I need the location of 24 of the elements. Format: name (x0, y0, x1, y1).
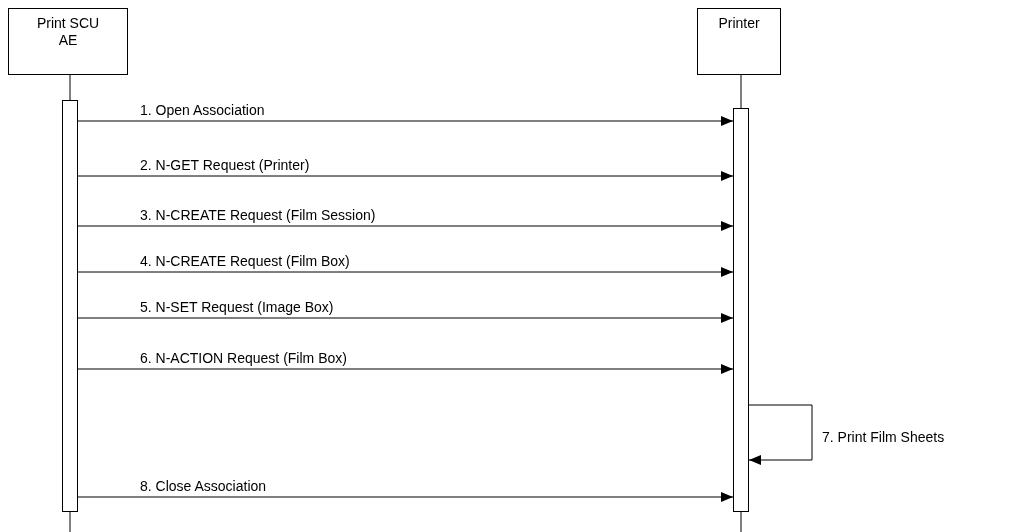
lifeline (740, 511, 742, 532)
lifeline (740, 74, 742, 109)
message-label: 5. N-SET Request (Image Box) (140, 299, 334, 315)
lifeline (69, 74, 71, 101)
lifeline-box: Printer (697, 8, 781, 75)
message-arrow (77, 116, 734, 126)
message-label: 1. Open Association (140, 102, 265, 118)
message-arrow (77, 364, 734, 374)
message-arrow (77, 313, 734, 323)
message-arrow (77, 492, 734, 502)
message-label: 6. N-ACTION Request (Film Box) (140, 350, 347, 366)
message-label: 7. Print Film Sheets (822, 429, 945, 445)
message-arrow (77, 267, 734, 277)
activation-bar (62, 100, 78, 512)
activation-bar (733, 108, 749, 512)
message-label: 4. N-CREATE Request (Film Box) (140, 253, 350, 269)
lifeline-box: Print SCU AE (8, 8, 128, 75)
message-label: 2. N-GET Request (Printer) (140, 157, 310, 173)
message-label: 8. Close Association (140, 478, 267, 494)
message-arrow (77, 171, 734, 181)
message-label: 3. N-CREATE Request (Film Session) (140, 207, 376, 223)
self-message-arrow (748, 404, 813, 465)
message-arrow (77, 221, 734, 231)
lifeline (69, 511, 71, 532)
